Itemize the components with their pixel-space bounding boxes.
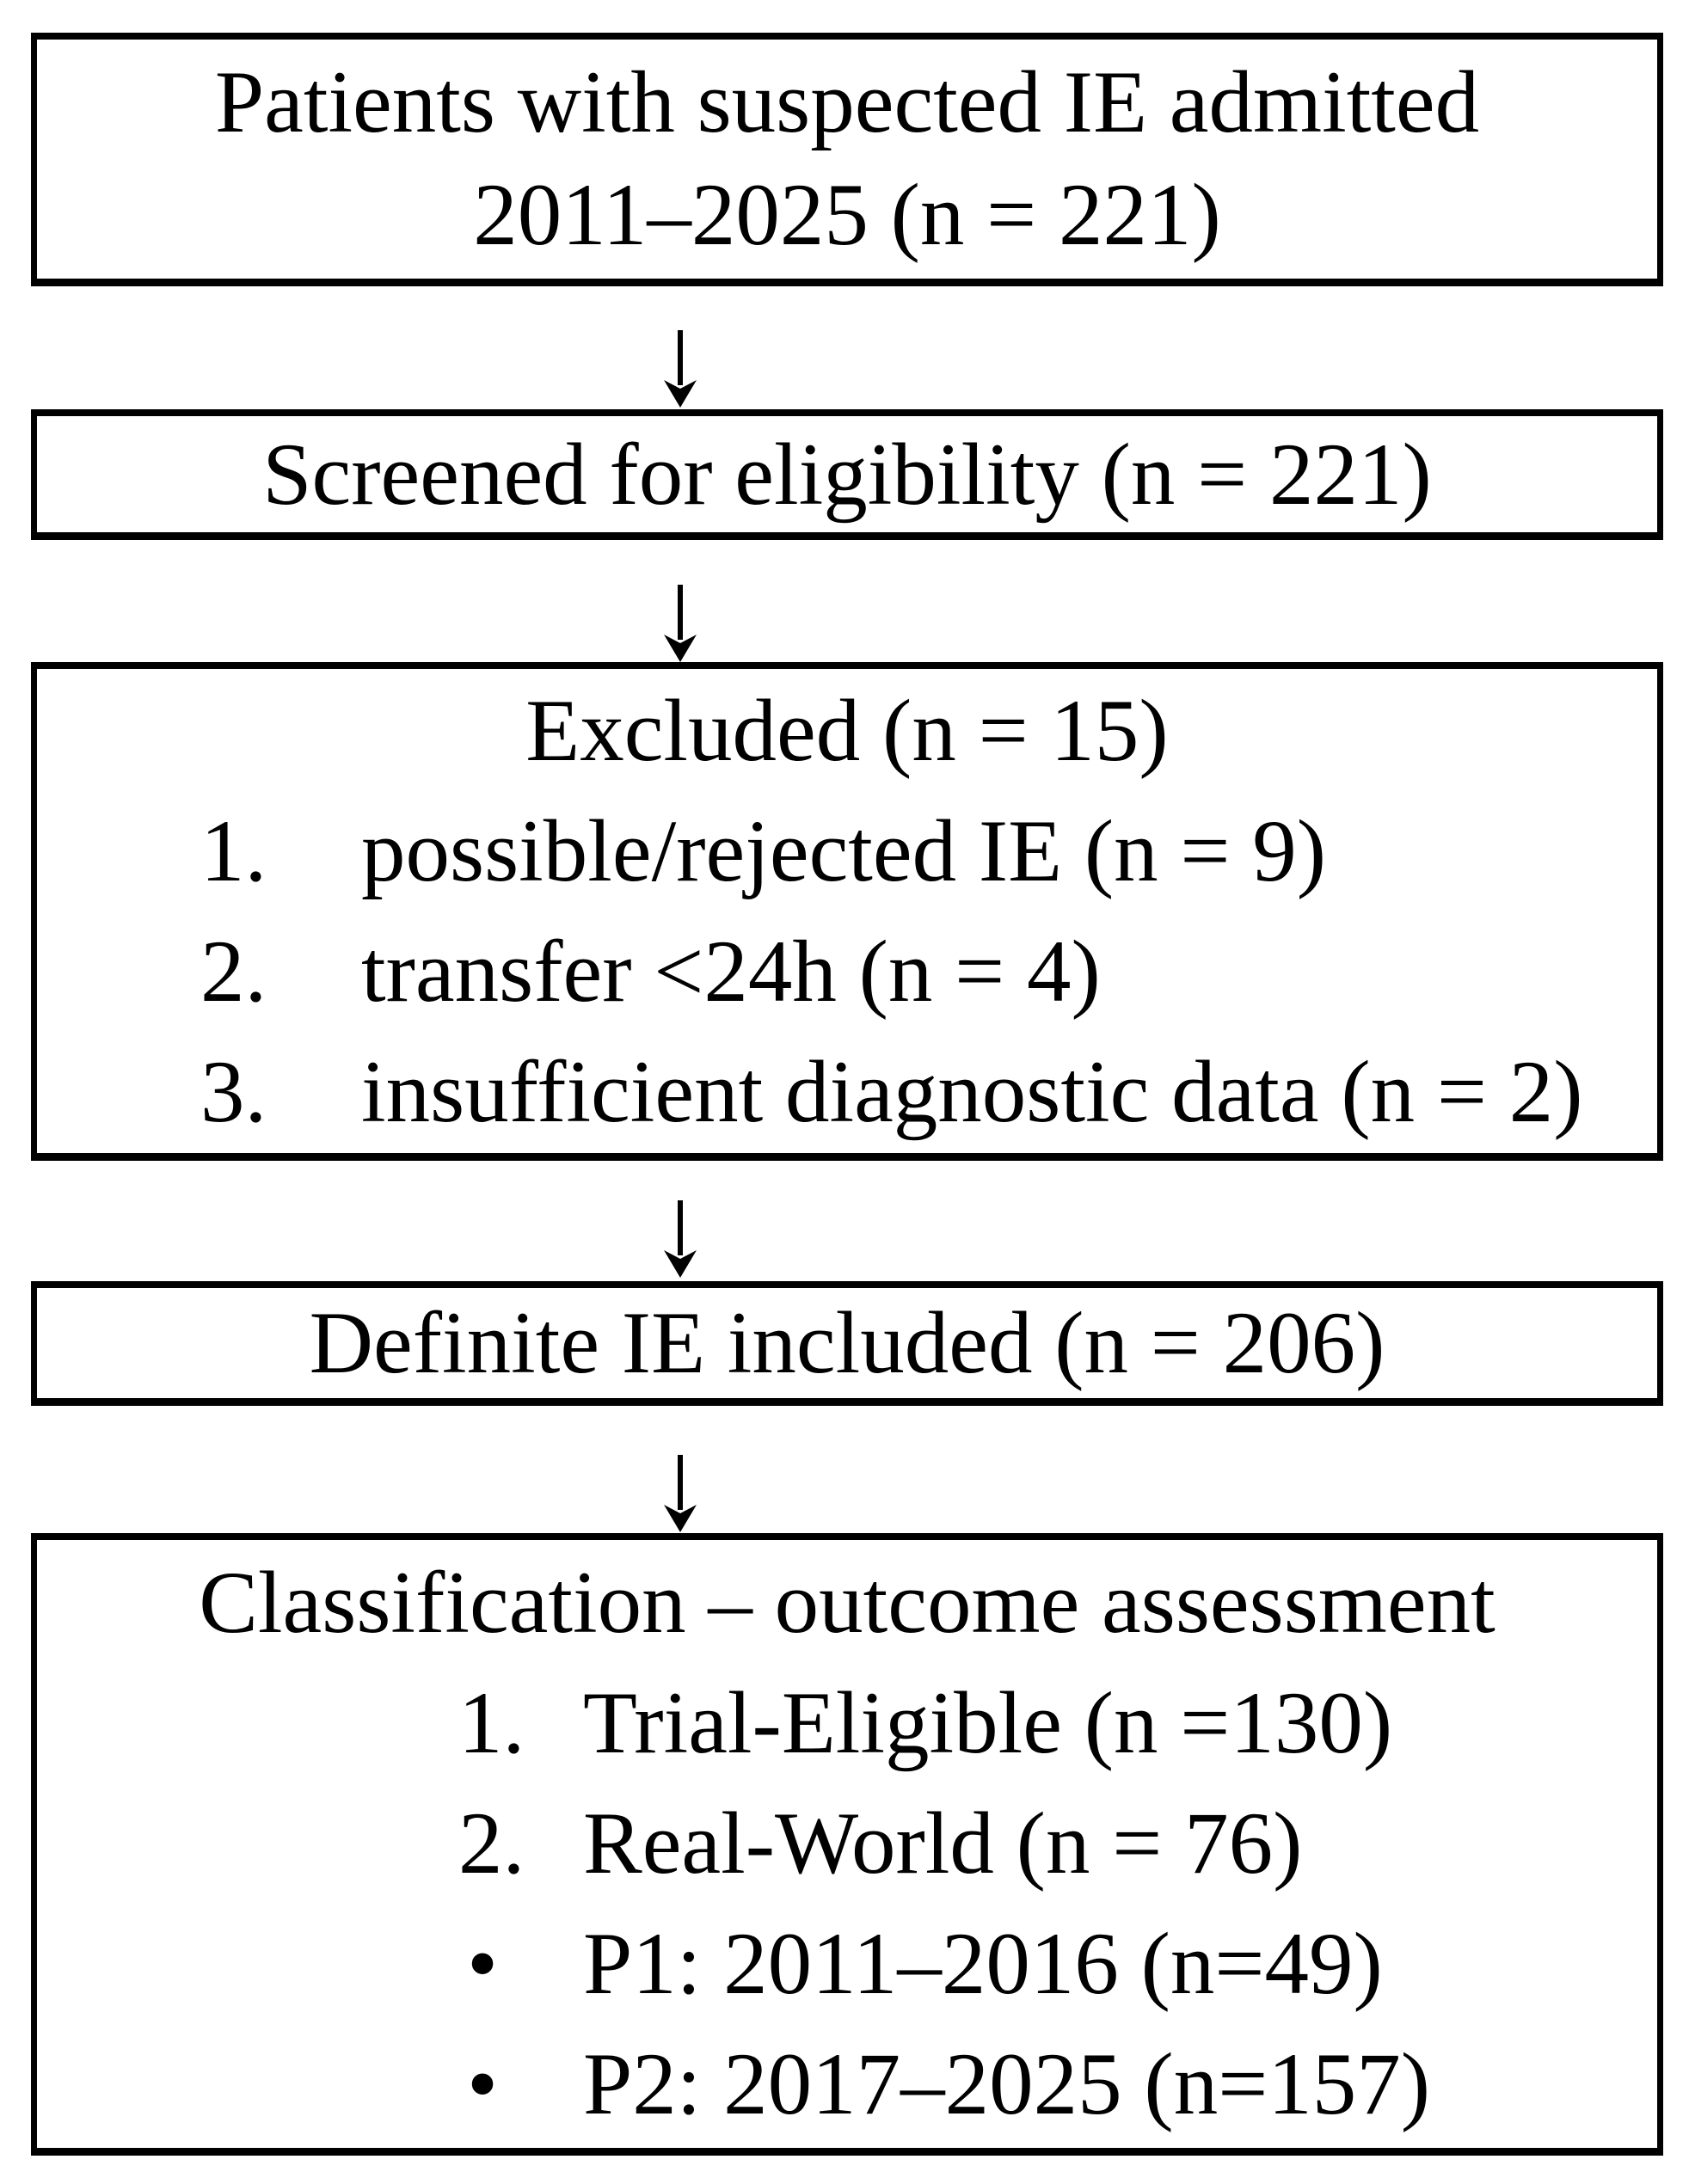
- box-line: Definite IE included (n = 206): [309, 1294, 1385, 1392]
- list-item: • P2: 2017–2025 (n=157): [37, 2024, 1657, 2144]
- down-arrow-icon: [664, 585, 697, 662]
- bullet-icon: •: [467, 1915, 499, 2013]
- flow-box-suspected-ie: Patients with suspected IE admitted 2011…: [31, 33, 1663, 286]
- list-item: 3. insufficient diagnostic data (n = 2): [37, 1032, 1657, 1152]
- list-item: • P1: 2011–2016 (n=49): [37, 1904, 1657, 2024]
- list-item: 1. Trial-Eligible (n =130): [37, 1663, 1657, 1783]
- flow-box-definite-ie: Definite IE included (n = 206): [31, 1281, 1663, 1406]
- flow-box-excluded: Excluded (n = 15) 1. possible/rejected I…: [31, 662, 1663, 1161]
- list-item: 1. possible/rejected IE (n = 9): [37, 791, 1657, 911]
- box-title: Classification – outcome assessment: [199, 1554, 1496, 1652]
- flow-box-classification: Classification – outcome assessment 1. T…: [31, 1533, 1663, 2156]
- list-marker: 1.: [200, 802, 267, 900]
- flow-box-screened: Screened for eligibility (n = 221): [31, 409, 1663, 540]
- box-title: Excluded (n = 15): [525, 682, 1169, 780]
- list-marker: 2.: [200, 923, 267, 1021]
- list-item-text: Trial-Eligible (n =130): [583, 1674, 1393, 1772]
- list-item-text: Real-World (n = 76): [583, 1794, 1303, 1893]
- box-line: 2011–2025 (n = 221): [473, 166, 1221, 264]
- down-arrow-icon: [664, 330, 697, 408]
- list-marker: 3.: [200, 1043, 267, 1141]
- list-item-text: P1: 2011–2016 (n=49): [583, 1915, 1383, 2013]
- box-line: Patients with suspected IE admitted: [214, 53, 1480, 151]
- list-item-text: insufficient diagnostic data (n = 2): [361, 1043, 1583, 1141]
- list-item: 2. transfer <24h (n = 4): [37, 911, 1657, 1032]
- down-arrow-icon: [664, 1200, 697, 1278]
- down-arrow-icon: [664, 1455, 697, 1532]
- list-marker: 2.: [458, 1794, 525, 1893]
- list-item-text: possible/rejected IE (n = 9): [361, 802, 1327, 900]
- list-item-text: transfer <24h (n = 4): [361, 923, 1101, 1021]
- list-item-text: P2: 2017–2025 (n=157): [583, 2035, 1431, 2133]
- bullet-icon: •: [467, 2035, 499, 2133]
- box-line: Screened for eligibility (n = 221): [262, 425, 1432, 524]
- list-marker: 1.: [458, 1674, 525, 1772]
- list-item: 2. Real-World (n = 76): [37, 1783, 1657, 1904]
